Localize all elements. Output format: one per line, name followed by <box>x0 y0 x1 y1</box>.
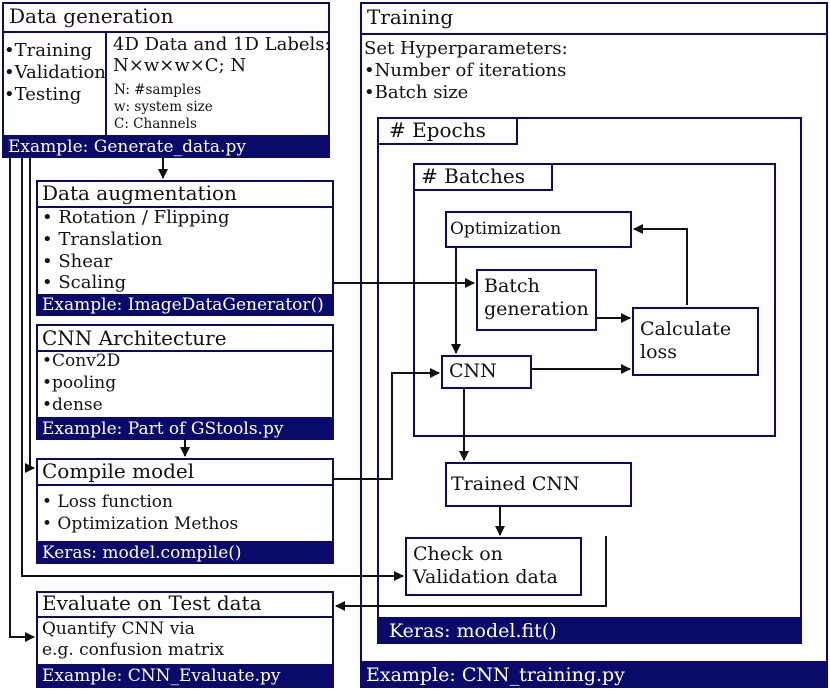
data-augmentation-divider <box>36 206 334 208</box>
compile-model-divider <box>36 484 334 486</box>
data-note: N: #samples <box>114 82 202 98</box>
calculate-loss-label-1: Calculate <box>640 318 732 340</box>
arrow-loss-to-opt <box>633 224 688 305</box>
trained-cnn-node <box>445 462 632 507</box>
epochs-label: # Epochs <box>389 118 486 142</box>
augmentation-item: • Shear <box>42 251 113 272</box>
architecture-item: •dense <box>42 395 103 415</box>
architecture-item: •Conv2D <box>42 351 121 371</box>
calculate-loss-node <box>632 307 759 376</box>
augmentation-item: • Translation <box>42 229 163 250</box>
data-generation-title-divider <box>2 31 330 33</box>
epochs-label-tab <box>377 117 518 145</box>
batch-generation-label-2: generation <box>484 298 589 320</box>
cnn-node <box>441 355 532 389</box>
data-note: C: Channels <box>114 116 197 132</box>
data-augmentation-example: Example: ImageDataGenerator() <box>36 294 334 316</box>
cnn-architecture-example: Example: Part of GStools.py <box>36 417 334 440</box>
check-validation-label-1: Check on <box>413 543 503 565</box>
arrow-gen-to-compile <box>25 158 35 473</box>
cnn-label: CNN <box>449 360 497 382</box>
training-example: Example: CNN_training.py <box>360 661 828 688</box>
batch-generation-node <box>476 269 597 331</box>
trained-cnn-label: Trained CNN <box>451 473 580 495</box>
data-generation-item: •Training <box>4 40 93 61</box>
data-generation-box <box>2 2 330 158</box>
augmentation-item: • Scaling <box>42 272 127 293</box>
augmentation-item: • Rotation / Flipping <box>42 207 230 228</box>
compile-item: • Loss function <box>42 492 173 512</box>
evaluate-example: Example: CNN_Evaluate.py <box>36 664 334 688</box>
evaluate-line: e.g. confusion matrix <box>42 640 225 660</box>
model-fit-bar: Keras: model.fit() <box>377 617 802 644</box>
data-note: w: system size <box>114 99 213 115</box>
training-divider <box>360 33 828 35</box>
arrow-compile-to-cnn <box>334 368 440 480</box>
arrow-check-to-evaluate <box>335 536 607 611</box>
batches-label: # Batches <box>421 164 525 188</box>
calculate-loss-label-2: loss <box>640 341 678 363</box>
batches-label-tab <box>413 163 553 191</box>
evaluate-line: Quantify CNN via <box>42 619 195 639</box>
evaluate-title: Evaluate on Test data <box>42 591 262 615</box>
data-generation-title: Data generation <box>9 4 174 28</box>
cnn-architecture-divider <box>36 350 334 352</box>
hyperparameters-title: Set Hyperparameters: <box>364 38 568 59</box>
data-generation-col-divider <box>105 32 107 136</box>
optimization-node <box>445 211 632 248</box>
data-generation-example: Example: Generate_data.py <box>2 135 330 158</box>
arrow-gen-to-evaluate <box>9 158 35 642</box>
compile-model-title: Compile model <box>42 459 195 483</box>
data-shape-title: 4D Data and 1D Labels: <box>113 34 331 55</box>
architecture-item: •pooling <box>42 373 117 393</box>
hyperparameter-item: •Number of iterations <box>364 60 567 81</box>
data-augmentation-box <box>36 180 334 316</box>
hyperparameter-item: •Batch size <box>364 82 469 103</box>
compile-model-example: Keras: model.compile() <box>36 541 334 564</box>
data-generation-item: •Validation <box>4 62 106 83</box>
arrow-gen-to-validation <box>21 158 404 581</box>
data-shape-formula: N×w×w×C; N <box>113 55 247 76</box>
data-generation-item: •Testing <box>4 84 82 105</box>
check-validation-node <box>405 537 582 596</box>
check-validation-label-2: Validation data <box>413 566 558 588</box>
data-augmentation-title: Data augmentation <box>42 181 237 205</box>
optimization-label: Optimization <box>450 219 562 239</box>
training-title: Training <box>367 5 454 29</box>
compile-item: • Optimization Methos <box>42 514 239 534</box>
batch-generation-label-1: Batch <box>484 275 540 297</box>
evaluate-divider <box>36 616 334 618</box>
cnn-architecture-title: CNN Architecture <box>42 326 227 350</box>
